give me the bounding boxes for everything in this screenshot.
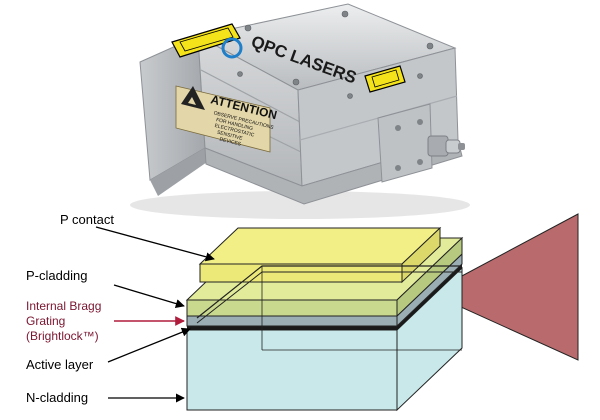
laser-module-photo: QPC LASERS ATTENTION OBSERVE PRECAUTIONS…: [130, 3, 470, 219]
arrow-active-layer: [107, 327, 191, 363]
label-bragg-line-1: Internal Bragg: [26, 299, 101, 313]
warning-label-left: [171, 23, 241, 58]
label-bragg-line-3: (Brightlock™): [26, 329, 99, 343]
p-cladding-side: [396, 236, 463, 318]
arrow-p-contact: [95, 226, 215, 262]
n-cladding-front: [186, 329, 398, 411]
label-p-cladding: P-cladding: [26, 268, 87, 283]
esd-label: ATTENTION OBSERVE PRECAUTIONS FOR HANDLI…: [175, 85, 278, 153]
laser-beam: [428, 213, 579, 361]
chip-structure-diagram: [185, 213, 579, 412]
p-cladding-front: [186, 299, 398, 317]
module-left-block: [139, 35, 210, 196]
esd-line-6: DEVICES: [219, 136, 242, 147]
module-base: [204, 139, 463, 205]
p-contact-side: [401, 226, 441, 284]
label-n-cladding: N-cladding: [26, 390, 88, 405]
qpc-logo-icon: [221, 37, 243, 59]
grating-layer-front: [186, 315, 398, 327]
esd-hand-icon: [181, 86, 205, 110]
label-active-layer: Active layer: [26, 357, 94, 372]
fiber-connector: [377, 103, 465, 183]
warning-label-right: [364, 65, 406, 93]
module-shadow: [130, 191, 470, 219]
p-contact-top: [198, 227, 442, 265]
label-p-contact: P contact: [60, 212, 114, 227]
label-bragg-line-2: Grating: [26, 314, 65, 328]
p-contact-front: [199, 263, 403, 283]
labels: P contact P-cladding Internal Bragg Grat…: [26, 212, 215, 405]
arrow-p-cladding: [113, 284, 185, 309]
